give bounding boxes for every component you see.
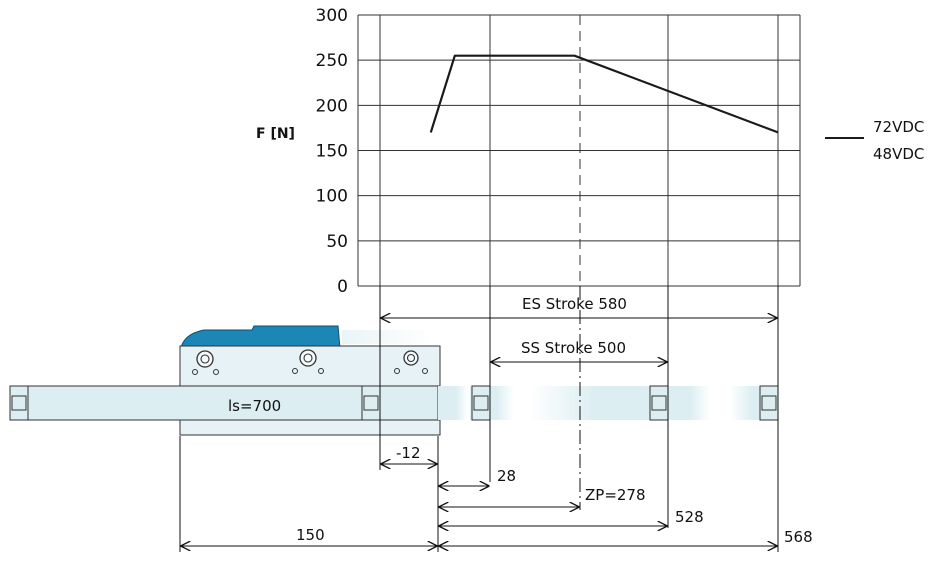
roller-icon [394,350,428,374]
end-cap-icon [649,385,669,421]
roller-icon [192,350,219,375]
zp-label: ZP=278 [585,486,646,504]
end-cap-icon [361,385,381,421]
rail-fade-right [438,386,468,420]
roller-icon [292,349,324,374]
offset-150-label: 150 [296,526,325,544]
y-tick-label: 300 [316,6,348,26]
y-tick-label: 100 [316,187,348,207]
series-72vdc-line [429,54,779,134]
force-chart: 0 50 100 150 200 250 300 F [N] [256,6,801,297]
rail-segment-middle [530,386,660,420]
y-tick-labels: 0 50 100 150 200 250 300 [316,6,348,297]
offset-528-label: 528 [675,508,704,526]
actuator-drawing: ls=700 [9,325,779,436]
carriage-base [179,419,441,436]
end-cap-icon [471,385,491,421]
dimensions [179,286,779,552]
y-tick-label: 250 [316,51,348,71]
y-tick-label: 150 [316,142,348,162]
horizontal-gridlines [358,14,800,287]
cover-extension [342,330,434,344]
y-tick-label: 0 [337,277,348,297]
offset-28-label: 28 [497,467,516,485]
vertical-gridlines [357,15,801,286]
legend: 72VDC 48VDC [825,118,924,163]
y-axis-label: F [N] [256,126,295,142]
end-cap-icon [759,385,779,421]
y-tick-label: 200 [316,96,348,116]
legend-item-72vdc: 72VDC [873,118,924,136]
y-tick-label: 50 [326,232,348,252]
minus12-label: -12 [396,444,421,462]
ss-stroke-label: SS Stroke 500 [521,339,626,357]
legend-item-48vdc: 48VDC [873,145,924,163]
es-stroke-label: ES Stroke 580 [522,295,627,313]
offset-568-label: 568 [784,528,813,546]
end-cap-icon [9,385,29,421]
rail-length-label: ls=700 [228,397,281,415]
